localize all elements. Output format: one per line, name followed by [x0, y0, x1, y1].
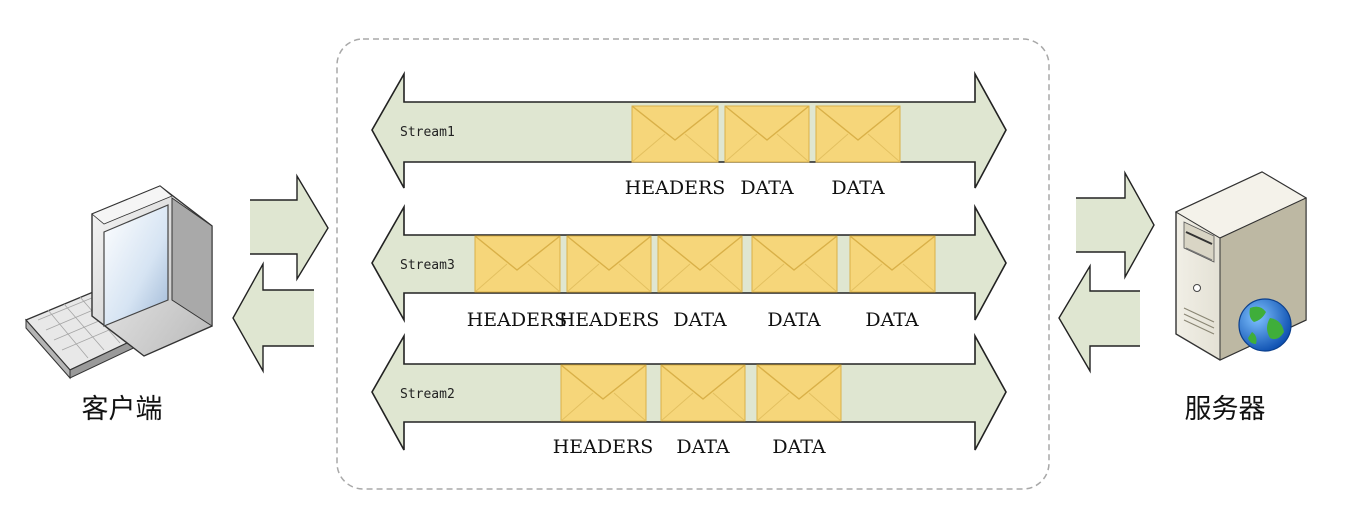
stream-label: Stream2	[400, 387, 455, 402]
frame-label: DATA	[740, 177, 794, 199]
frame-label: DATA	[767, 309, 821, 331]
stream-label: Stream3	[400, 258, 455, 273]
frame-envelope-headers	[631, 105, 719, 163]
frame-label: DATA	[676, 436, 730, 458]
client-inbound-arrow	[232, 261, 321, 374]
client-label: 客户端	[82, 394, 163, 425]
frame-envelope-headers	[474, 235, 561, 293]
frame-envelope-data	[657, 235, 743, 293]
stream-row-stream2: Stream2 HEADERS DATA DATA	[371, 332, 1007, 458]
frame-envelope-data	[849, 235, 936, 293]
frame-label: HEADERS	[553, 436, 654, 458]
frame-label: DATA	[772, 436, 826, 458]
arrow-tail-fade	[1140, 287, 1150, 350]
frame-label: DATA	[831, 177, 885, 199]
frame-envelope-data	[815, 105, 901, 163]
stream-row-stream3: Stream3	[371, 203, 1007, 331]
client-outbound-arrow	[241, 173, 329, 282]
streams-container	[336, 38, 1050, 490]
frame-label: HEADERS	[625, 177, 726, 199]
frame-envelope-data	[724, 105, 810, 163]
frame-envelope-data	[756, 364, 842, 422]
frame-envelope-data	[751, 235, 838, 293]
frame-envelope-headers	[560, 364, 647, 422]
desktop-computer-icon	[24, 185, 213, 380]
frame-label: HEADERS	[559, 309, 660, 331]
frame-envelope-data	[660, 364, 746, 422]
server-inbound-arrow	[1067, 170, 1155, 280]
arrow-tail-fade	[314, 286, 324, 350]
frame-label: DATA	[673, 309, 727, 331]
stream-label: Stream1	[400, 125, 455, 140]
frame-label: HEADERS	[467, 309, 568, 331]
frame-envelope-headers	[566, 235, 652, 293]
arrow-tail-fade	[1066, 194, 1076, 256]
frame-label: DATA	[865, 309, 919, 331]
stream-row-stream1: Stream1 HEADERS DATA DATA	[371, 70, 1007, 199]
server-globe-icon	[1174, 171, 1308, 361]
server-outbound-arrow	[1058, 263, 1147, 374]
server-label: 服务器	[1185, 394, 1266, 425]
arrow-tail-fade	[240, 196, 250, 258]
